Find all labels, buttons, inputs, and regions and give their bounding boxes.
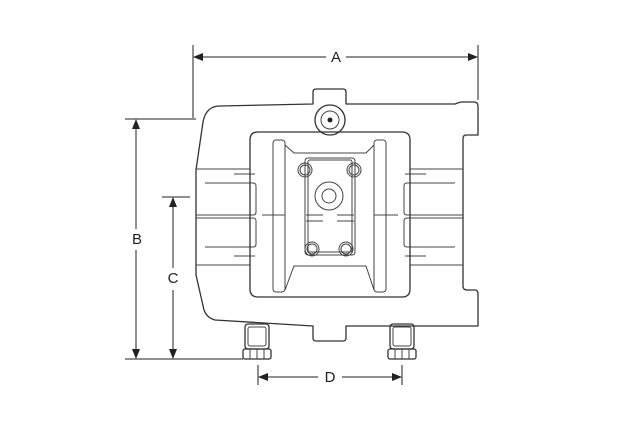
center-port xyxy=(314,181,344,211)
dimension-b: B xyxy=(132,119,142,359)
dimension-label-a: A xyxy=(331,49,341,66)
dimension-label-b: B xyxy=(132,231,142,248)
top-port xyxy=(314,104,346,136)
dimension-d: D xyxy=(258,369,402,386)
dimension-a: A xyxy=(193,49,478,66)
dimension-label-d: D xyxy=(325,369,336,386)
dimension-c: C xyxy=(168,197,179,359)
pump-body xyxy=(195,88,479,342)
feet xyxy=(242,323,417,360)
bolts xyxy=(297,162,362,257)
dimension-label-c: C xyxy=(168,270,179,287)
